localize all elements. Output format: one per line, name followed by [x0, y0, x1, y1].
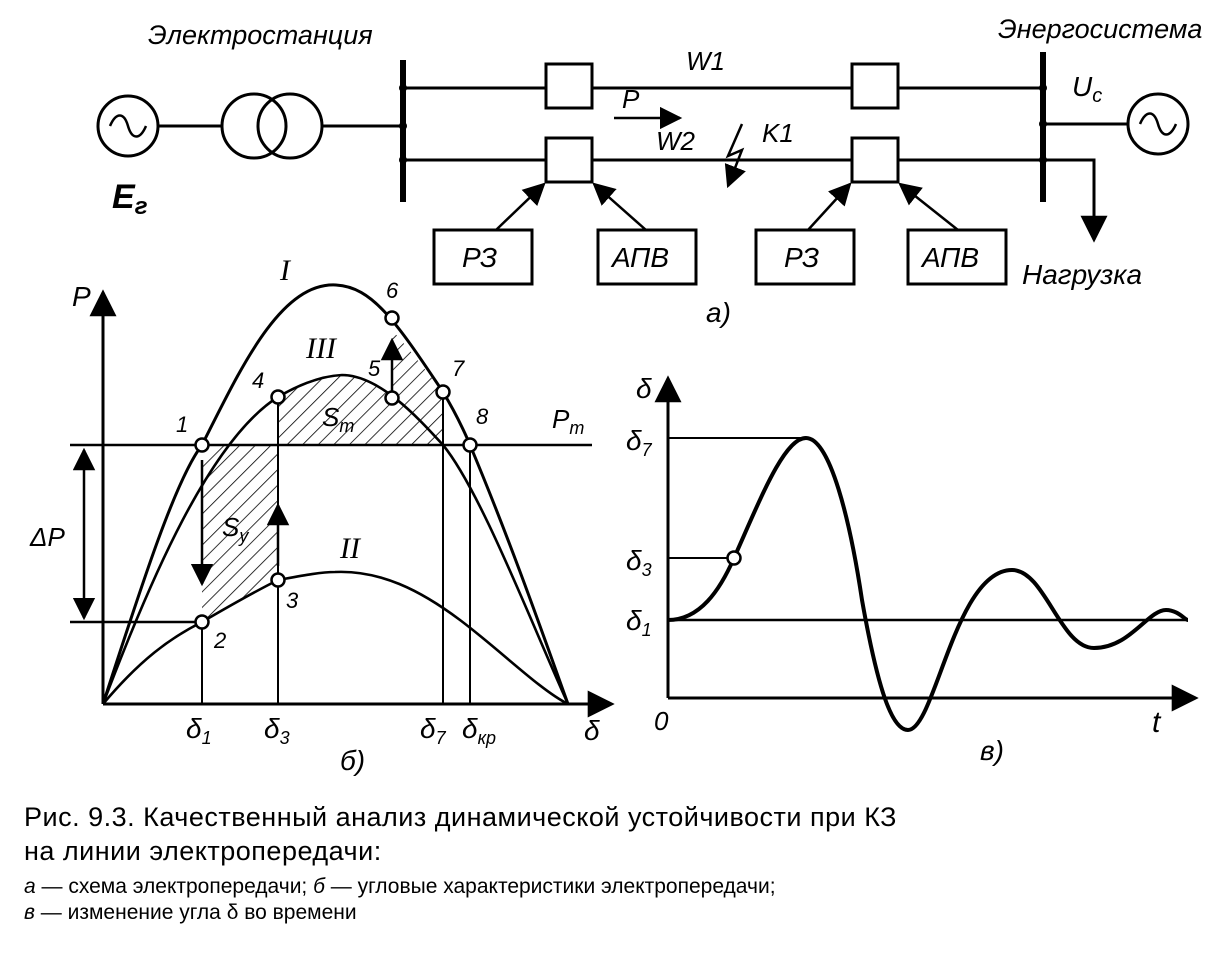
legend-a-text: — схема электропередачи; [35, 875, 314, 898]
transformer-icon-secondary [256, 92, 324, 160]
legend-b-text: — угловые характеристики электропередачи… [324, 875, 776, 898]
line-w2-label: W2 [656, 126, 696, 156]
at-point-d3 [726, 550, 742, 566]
tick-d1: δ1 [186, 713, 212, 748]
point-1-label: 1 [176, 412, 188, 437]
box-rz-right [754, 228, 856, 286]
system-voltage-label: Uc [1072, 71, 1102, 107]
box-apv-left-label: АПВ [610, 242, 669, 273]
turbine-power-label: Pт [552, 404, 584, 438]
point-4-label: 4 [252, 368, 264, 393]
area-decel-label: Sт [322, 402, 354, 436]
point-7 [435, 384, 451, 400]
box-rz-left-label: РЗ [462, 242, 497, 273]
legend-c-text: — изменение угла δ во времени [34, 901, 357, 924]
point-3 [270, 572, 286, 588]
area-decel-hatch [278, 330, 443, 445]
figure-caption: Рис. 9.3. Качественный анализ динамическ… [24, 800, 1204, 926]
point-5-label: 5 [368, 356, 381, 381]
point-6-label: 6 [386, 278, 399, 303]
box-rz-left [432, 228, 534, 286]
delta-p-label: ΔP [29, 522, 65, 552]
pa-x-ticks: δ1 δ3 δ7 δкр [186, 713, 496, 748]
box-rz-right-label: РЗ [784, 242, 819, 273]
curve-I-label: I [279, 254, 292, 287]
legend-b-key: б [313, 875, 325, 898]
caption-legend-line-1: а — схема электропередачи; б — угловые х… [24, 874, 1204, 900]
legend-a-key: а [24, 875, 36, 898]
point-6 [384, 310, 400, 326]
breaker-w2-right [850, 136, 900, 184]
load-line [1043, 158, 1108, 243]
area-accel-hatch [202, 445, 278, 622]
system-source-icon [1126, 92, 1190, 156]
at-axis-x-label: t [1152, 706, 1162, 739]
area-accel-label: Sу [222, 512, 249, 546]
at-tick-d1: δ1 [626, 605, 652, 640]
point-8 [462, 437, 478, 453]
figure-canvas: Электростанция Энергосистема Eг W1 P W2 … [29, 14, 1202, 776]
system-source-wave [1138, 112, 1178, 136]
point-1 [194, 437, 210, 453]
point-7-label: 7 [452, 356, 465, 381]
at-origin-label: 0 [654, 706, 669, 736]
point-4 [270, 389, 286, 405]
tick-d3: δ3 [264, 713, 290, 748]
point-2-label: 2 [213, 628, 226, 653]
at-axis-y-label: δ [636, 373, 652, 404]
line-w1-label: W1 [686, 46, 725, 76]
breaker-w1-left [544, 62, 594, 110]
box-apv-left [596, 228, 698, 286]
breaker-w1-right [850, 62, 900, 110]
scheme-panel-letter: а) [706, 297, 731, 328]
angle-time-panel: δ t 0 δ7 δ3 δ1 в) [626, 373, 1199, 766]
at-y-ticks: δ7 δ3 δ1 [626, 425, 653, 640]
pa-points [194, 310, 478, 630]
generator-emf-label: Eг [112, 178, 148, 220]
power-angle-panel: P δ Pт ΔP [29, 254, 615, 776]
pa-axis-y-label: P [72, 281, 91, 312]
generator-wave [108, 114, 148, 138]
caption-title-line-2: на линии электропередачи: [24, 836, 382, 866]
at-tick-d7: δ7 [626, 425, 653, 460]
point-5 [384, 390, 400, 406]
caption-title-line-1: Рис. 9.3. Качественный анализ динамическ… [24, 802, 897, 832]
point-3-label: 3 [286, 588, 299, 613]
transformer-icon-primary [220, 92, 288, 160]
at-tick-d3: δ3 [626, 545, 652, 580]
caption-legend: а — схема электропередачи; б — угловые х… [24, 874, 1204, 926]
point-8-label: 8 [476, 404, 489, 429]
curve-I [101, 283, 570, 705]
scheme-panel: Электростанция Энергосистема Eг W1 P W2 … [96, 14, 1202, 328]
angle-time-curve [667, 435, 1189, 733]
tick-dkr: δкр [462, 713, 496, 748]
breaker-w2-left [544, 136, 594, 184]
angle-time-panel-letter: в) [980, 735, 1004, 766]
legend-c-key: в [24, 901, 35, 924]
tick-d7: δ7 [420, 713, 447, 748]
station-label: Электростанция [148, 20, 373, 50]
curve-III-label: III [305, 332, 338, 365]
caption-legend-line-2: в — изменение угла δ во времени [24, 900, 1204, 926]
curve-II-label: II [339, 532, 362, 565]
load-label: Нагрузка [1022, 259, 1142, 290]
curve-II [102, 570, 569, 706]
system-label: Энергосистема [998, 14, 1202, 44]
fault-label: K1 [762, 118, 794, 148]
curve-III [101, 373, 570, 705]
point-2 [194, 614, 210, 630]
pa-axis-x-label: δ [584, 715, 600, 746]
fault-lightning-icon [724, 123, 746, 189]
box-apv-right-label: АПВ [920, 242, 979, 273]
power-angle-panel-letter: б) [340, 745, 365, 776]
power-flow-label: P [622, 84, 640, 114]
